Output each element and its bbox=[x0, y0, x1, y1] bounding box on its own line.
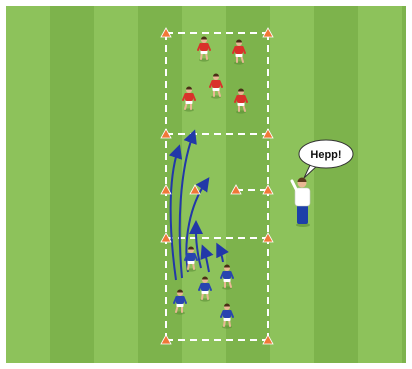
pitch-stripe bbox=[226, 6, 270, 363]
pitch-stripe bbox=[270, 6, 314, 363]
pitch-stripe bbox=[138, 6, 182, 363]
pitch-stripe bbox=[358, 6, 402, 363]
coach-shout-text: Hepp! bbox=[310, 149, 341, 161]
pitch-stripe bbox=[314, 6, 358, 363]
pitch-stripe bbox=[50, 6, 94, 363]
pitch-stripe bbox=[6, 6, 50, 363]
pitch-stripe bbox=[402, 6, 406, 363]
coach-legs bbox=[297, 205, 308, 224]
pitch-stripe bbox=[94, 6, 138, 363]
